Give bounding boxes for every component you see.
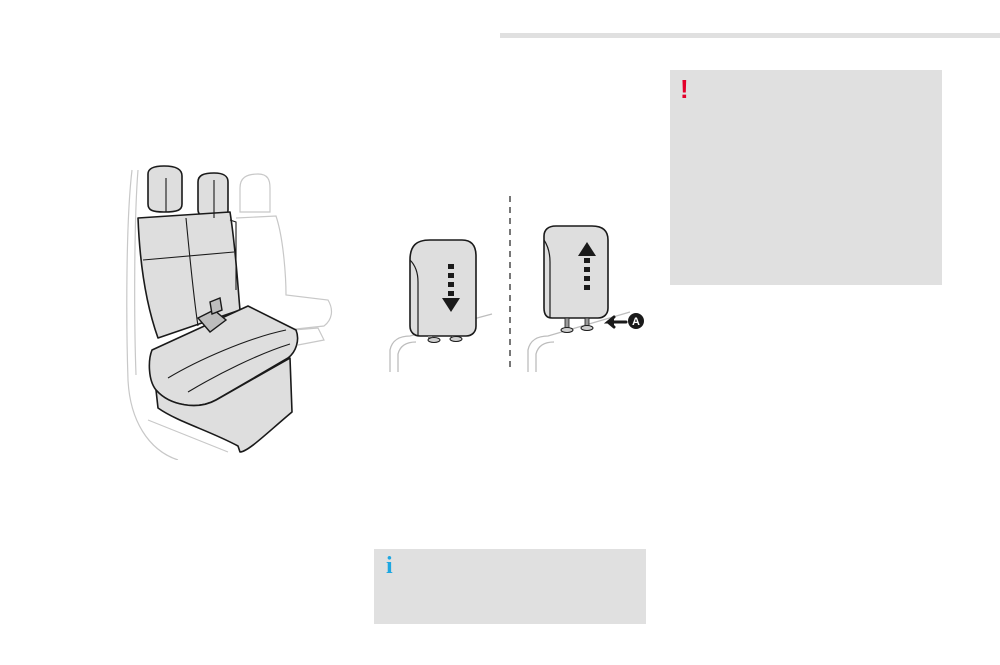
headrest-lowered [409, 239, 477, 343]
info-icon: i [386, 553, 393, 579]
warning-exclamation-icon: ! [680, 74, 689, 104]
marker-a-label: A [632, 316, 640, 328]
section-header-rule [500, 33, 1000, 38]
headrest-adjustment-illustration: A [389, 196, 644, 372]
headrest-raised: A [543, 225, 644, 333]
bench-seat-illustration [126, 165, 333, 460]
info-box: i [374, 549, 646, 624]
warning-box: ! [670, 70, 942, 285]
